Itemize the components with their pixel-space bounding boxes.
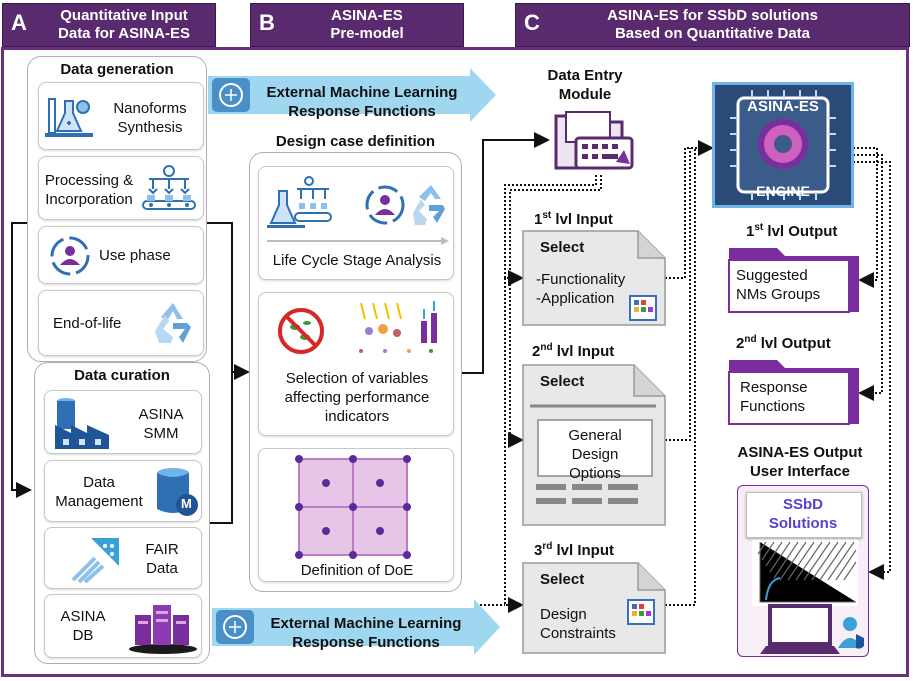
input2-title-text: lvl Input [552, 343, 615, 360]
fair-data-card: FAIR Data [44, 527, 202, 589]
factory-icon [55, 398, 109, 449]
asina-smm-card: ASINA SMM [44, 390, 202, 454]
ssbd-label: SSbD Solutions [768, 496, 838, 532]
output1-sup: st [754, 222, 764, 233]
ml-arrow-bottom [212, 599, 500, 655]
data-generation-title: Data generation [60, 61, 174, 78]
output2-title: 2nd lvl Output [736, 334, 831, 352]
variables-card: Selection of variables affecting perform… [258, 292, 454, 436]
lifecycle-label: Life Cycle Stage Analysis [272, 252, 442, 269]
header-c-text: ASINA-ES for SSbD solutions Based on Qua… [607, 7, 818, 42]
data-management-card: Data Management M [44, 460, 202, 522]
data-management-label: Data Management [55, 474, 143, 510]
engine-bottom-label: ENGINE [756, 183, 810, 199]
input3-title: 3rd lvl Input [534, 541, 614, 559]
header-b-letter: B [259, 10, 275, 35]
results-chart-graphic [752, 540, 858, 606]
header-a: A Quantitative Input Data for ASINA-ES [2, 3, 216, 47]
ml-bottom-label: External Machine Learning Response Funct… [270, 615, 462, 651]
header-a-text: Quantitative Input Data for ASINA-ES [58, 7, 190, 42]
input2-doc [522, 364, 666, 526]
header-c: C ASINA-ES for SSbD solutions Based on Q… [515, 3, 910, 47]
input3-body: Design Constraints [540, 606, 616, 642]
recycle-icon [155, 303, 191, 343]
chip-icon [730, 90, 836, 200]
database-icon [157, 468, 198, 516]
conveyor-robot-icon [142, 165, 196, 210]
input2-sup: nd [540, 342, 553, 353]
doe-card: Definition of DoE [258, 448, 454, 582]
output2-title-text: lvl Output [756, 335, 831, 352]
ml-arrow-top [208, 68, 496, 122]
input1-title-text: lvl Input [551, 211, 613, 228]
nanoforms-card: Nanoforms Synthesis [38, 82, 204, 150]
engine-top-label: ASINA-ES [747, 98, 819, 115]
indicators-graphic [359, 301, 437, 353]
output1-title: 1st lvl Output [746, 222, 837, 240]
doe-label: Definition of DoE [300, 562, 414, 579]
end-of-life-card: End-of-life [38, 290, 204, 356]
outer-frame [1, 47, 909, 677]
asina-smm-label: ASINA SMM [138, 406, 184, 442]
header-a-letter: A [11, 10, 27, 35]
asina-db-label: ASINA DB [60, 608, 106, 644]
m-badge: M [181, 496, 192, 511]
user-cycle-icon [50, 236, 90, 276]
input3-num: 3 [534, 542, 543, 559]
processing-label: Processing & Incorporation [44, 172, 134, 208]
input2-select: Select [540, 373, 585, 390]
input2-title: 2nd lvl Input [532, 342, 614, 360]
fair-data-label: FAIR Data [145, 541, 179, 577]
ssbd-box [746, 492, 862, 538]
server-stack-icon [129, 605, 197, 654]
variables-label: Selection of variables affecting perform… [284, 370, 430, 425]
doe-grid [295, 455, 411, 559]
fast-data-icon [71, 538, 119, 584]
lifecycle-icons [267, 176, 449, 245]
lab-flask-icon [45, 98, 93, 137]
header-b-text: ASINA-ES Pre-model [330, 7, 404, 42]
output2-folder [728, 360, 859, 425]
header-c-letter: C [524, 10, 540, 35]
input3-sup: rd [542, 541, 553, 552]
lifecycle-card: Life Cycle Stage Analysis [258, 166, 454, 280]
output2-sup: nd [744, 334, 757, 345]
input3-title-text: lvl Input [552, 542, 615, 559]
input1-select: Select [540, 239, 585, 256]
input1-title: 1st lvl Input [534, 210, 613, 228]
output2-num: 2 [736, 335, 745, 352]
design-case-title: Design case definition [275, 133, 436, 150]
laptop-user-icon [760, 604, 864, 654]
use-phase-card: Use phase [38, 226, 204, 284]
use-phase-label: Use phase [99, 247, 171, 264]
no-bacteria-icon [278, 308, 324, 354]
end-of-life-label: End-of-life [53, 315, 122, 332]
input2-body: General Design Options [568, 427, 622, 482]
header-b: B ASINA-ES Pre-model [250, 3, 464, 47]
output1-body: Suggested NMs Groups [736, 267, 821, 303]
output2-body: Response Functions [740, 379, 808, 415]
input1-num: 1 [534, 211, 543, 228]
output1-title-text: lvl Output [763, 223, 838, 240]
data-entry-icon [554, 111, 634, 170]
processing-card: Processing & Incorporation [38, 156, 204, 220]
nanoforms-label: Nanoforms Synthesis [113, 100, 187, 136]
data-entry-title: Data Entry Module [547, 67, 623, 103]
input1-sup: st [542, 210, 552, 221]
data-curation-title: Data curation [74, 367, 170, 384]
asina-db-card: ASINA DB [44, 594, 202, 658]
ui-title: ASINA-ES Output User Interface [737, 444, 863, 480]
output1-folder [728, 248, 859, 313]
ml-top-label: External Machine Learning Response Funct… [266, 84, 458, 120]
input1-body: -Functionality -Application [536, 271, 626, 307]
output1-num: 1 [746, 223, 755, 240]
input3-doc [522, 562, 666, 654]
input2-num: 2 [532, 343, 541, 360]
input3-select: Select [540, 571, 585, 588]
input1-doc [522, 230, 666, 326]
